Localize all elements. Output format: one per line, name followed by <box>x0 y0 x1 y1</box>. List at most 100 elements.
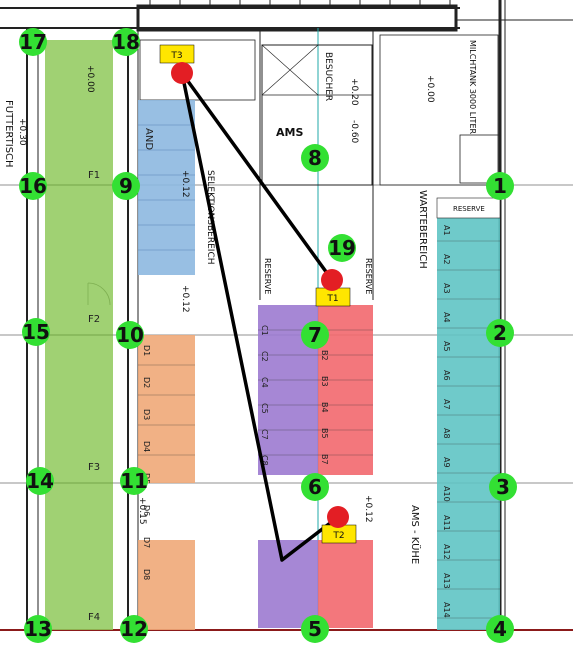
marker-label: 8 <box>308 146 322 170</box>
red-cell-label: B7 <box>320 454 329 465</box>
level-label: +0.12 <box>180 170 190 198</box>
marker-label: 16 <box>19 174 47 198</box>
marker-15[interactable]: 15 <box>22 318 50 346</box>
teal-cell-label: A9 <box>442 457 451 468</box>
orange-cell-label: D7 <box>142 537 151 548</box>
marker-3[interactable]: 3 <box>489 473 517 501</box>
marker-1[interactable]: 1 <box>486 172 514 200</box>
teal-cell-label: A5 <box>442 341 451 352</box>
orange-cell-label: D1 <box>142 345 151 356</box>
marker-5[interactable]: 5 <box>301 615 329 643</box>
target-t2[interactable]: T2 <box>321 506 357 544</box>
zone-green <box>45 40 113 630</box>
green-cell-label: F4 <box>88 612 100 623</box>
marker-label: 5 <box>308 617 322 641</box>
red-cell-label: B2 <box>320 350 329 361</box>
marker-2[interactable]: 2 <box>486 319 514 347</box>
purple-cell-label: C8 <box>260 455 269 466</box>
purple-cell-label: C4 <box>260 377 269 388</box>
reserve-left-label: RESERVE <box>263 258 272 294</box>
marker-label: 15 <box>22 320 50 344</box>
marker-label: 4 <box>493 617 507 641</box>
marker-label: 3 <box>496 475 510 499</box>
target-t1[interactable]: T1 <box>315 269 351 307</box>
level-label: -0.60 <box>349 120 359 144</box>
teal-cell-label: A1 <box>442 225 451 236</box>
purple-cell-label: C7 <box>260 429 269 440</box>
marker-label: 18 <box>112 30 140 54</box>
teal-cell-label: A4 <box>442 312 451 323</box>
marker-label: 19 <box>328 236 356 260</box>
marker-8[interactable]: 8 <box>301 144 329 172</box>
marker-14[interactable]: 14 <box>26 467 54 495</box>
marker-circle <box>301 321 329 349</box>
marker-circle <box>22 318 50 346</box>
zone-labels: A1A2A3A4A5A6A7A8A9A10A11A12A13A14F1F2F3F… <box>88 128 451 623</box>
marker-circle <box>19 172 47 200</box>
marker-circle <box>26 467 54 495</box>
level-label: +0.30 <box>17 118 27 146</box>
purple-cell-label: C5 <box>260 403 269 414</box>
green-cell-label: F1 <box>88 170 100 181</box>
marker-circle <box>328 234 356 262</box>
level-label: +0.00 <box>425 75 435 103</box>
marker-12[interactable]: 12 <box>120 615 148 643</box>
marker-10[interactable]: 10 <box>116 321 144 349</box>
ams-label: AMS <box>276 126 303 139</box>
marker-circle <box>120 467 148 495</box>
marker-circle <box>112 172 140 200</box>
level-label: +0.20 <box>349 78 359 106</box>
marker-circle <box>19 28 47 56</box>
target-t3[interactable]: T3 <box>159 44 195 84</box>
teal-cell-label: A8 <box>442 428 451 439</box>
marker-16[interactable]: 16 <box>19 172 47 200</box>
marker-6[interactable]: 6 <box>301 473 329 501</box>
green-cell-label: F3 <box>88 462 100 473</box>
marker-7[interactable]: 7 <box>301 321 329 349</box>
zone-blue <box>138 100 195 275</box>
target-dot <box>171 62 193 84</box>
marker-circle <box>116 321 144 349</box>
marker-circle <box>120 615 148 643</box>
red-cell-label: B5 <box>320 428 329 439</box>
marker-circle <box>301 615 329 643</box>
marker-label: 12 <box>120 617 148 641</box>
marker-11[interactable]: 11 <box>120 467 148 495</box>
orange-cell-label: D2 <box>142 377 151 388</box>
orange-cell-label: D8 <box>142 569 151 580</box>
target-label: T3 <box>170 51 182 61</box>
marker-label: 1 <box>493 174 507 198</box>
marker-9[interactable]: 9 <box>112 172 140 200</box>
route <box>180 71 340 562</box>
marker-circle <box>486 615 514 643</box>
teal-cell-label: A12 <box>442 544 451 560</box>
marker-13[interactable]: 13 <box>24 615 52 643</box>
target-label: T2 <box>332 531 344 541</box>
teal-cell-label: A13 <box>442 573 451 589</box>
marker-4[interactable]: 4 <box>486 615 514 643</box>
futtertisch-label: FUTTERTISCH <box>3 100 14 168</box>
target-dot <box>321 269 343 291</box>
red-cell-label: B3 <box>320 376 329 387</box>
marker-label: 17 <box>19 30 47 54</box>
teal-cell-label: A7 <box>442 399 451 410</box>
level-label: +0.12 <box>180 285 190 313</box>
zone-orange <box>138 335 195 630</box>
teal-cell-label: A11 <box>442 515 451 531</box>
target-label: T1 <box>326 294 338 304</box>
marker-17[interactable]: 17 <box>19 28 47 56</box>
plan-labels: AMS BESUCHER WARTEBEREICH FUTTERTISCH AM… <box>3 40 485 564</box>
marker-18[interactable]: 18 <box>112 28 140 56</box>
marker-19[interactable]: 19 <box>328 234 356 262</box>
teal-cell-label: A3 <box>442 283 451 294</box>
route-path <box>180 71 334 282</box>
green-cell-label: F2 <box>88 314 100 325</box>
milchtank-label: MILCHTANK 3000 LITER <box>468 40 477 134</box>
markers: 17 18 16 9 8 1 19 15 10 7 2 14 11 6 3 13 12 5 4 <box>19 28 517 643</box>
zone-teal <box>436 197 501 630</box>
orange-cell-label: D4 <box>142 441 151 452</box>
teal-reserve-label: RESERVE <box>453 205 485 213</box>
marker-label: 11 <box>120 469 148 493</box>
teal-cell-label: A14 <box>442 602 451 618</box>
